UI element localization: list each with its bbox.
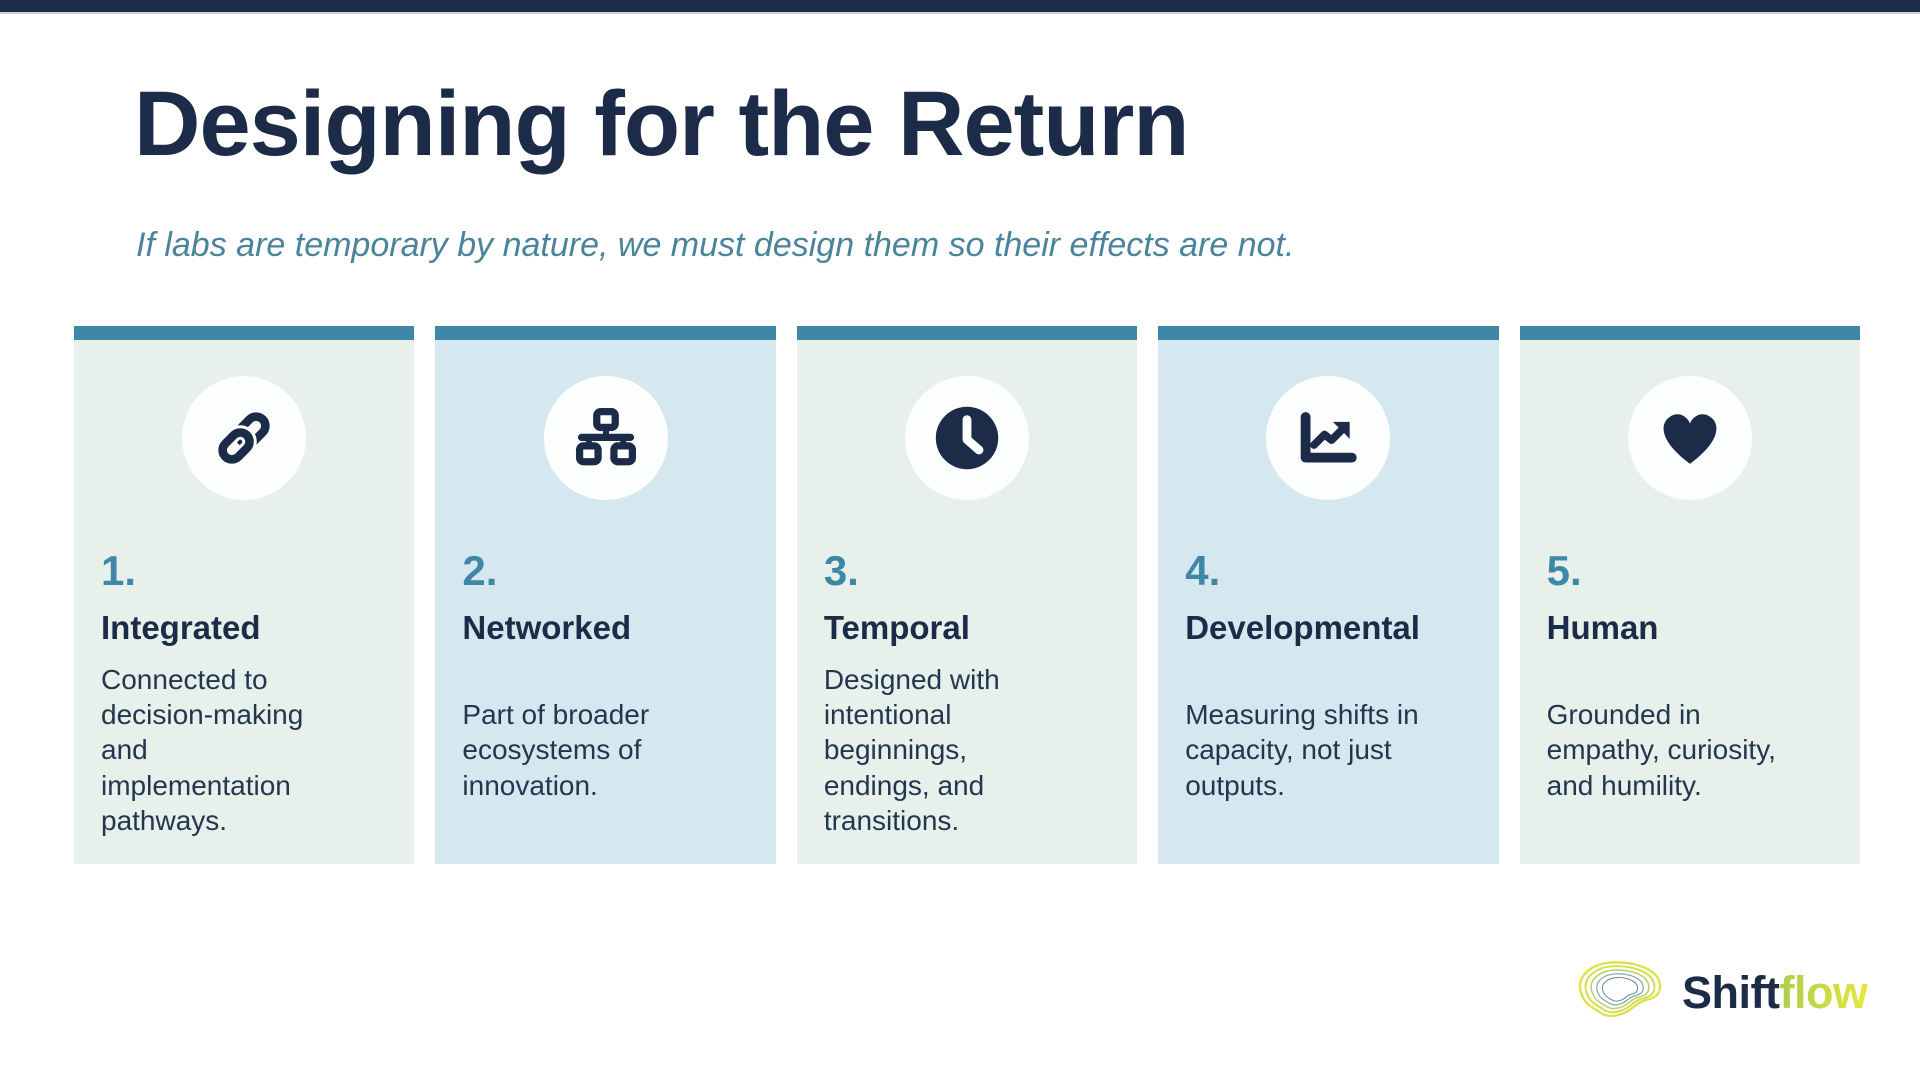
heart-icon <box>1652 400 1728 476</box>
card-title: Integrated <box>101 609 261 647</box>
card-title: Developmental <box>1185 609 1420 647</box>
icon-circle <box>543 376 668 500</box>
card-number: 1. <box>101 547 137 594</box>
logo-flow-text: flow <box>1779 966 1868 1018</box>
card-title: Networked <box>462 609 632 647</box>
card-integrated: 1. Integrated Connected to decision-maki… <box>74 326 415 864</box>
clock-icon <box>927 398 1007 478</box>
card-description: Grounded in empathy, curiosity, and humi… <box>1546 698 1776 801</box>
icon-circle <box>182 376 307 500</box>
card-number: 5. <box>1546 547 1582 594</box>
shiftflow-logo-blob-icon <box>1568 952 1672 1032</box>
icon-circle <box>905 376 1030 500</box>
network-icon <box>573 405 639 471</box>
card-description: Part of broader ecosystems of innovation… <box>462 698 650 801</box>
icon-circle <box>1266 376 1391 500</box>
card-human: 5. Human Grounded in empathy, curiosity,… <box>1519 326 1861 864</box>
card-number: 4. <box>1185 547 1221 594</box>
page-subtitle: If labs are temporary by nature, we must… <box>136 226 1295 264</box>
link-icon <box>211 405 277 471</box>
card-networked: 2. Networked Part of broader ecosystems … <box>435 326 776 864</box>
logo-shift-text: Shift <box>1682 966 1780 1018</box>
top-accent-bar <box>0 0 1920 14</box>
card-description: Measuring shifts in capacity, not just o… <box>1185 698 1419 801</box>
card-title: Human <box>1546 609 1659 647</box>
card-description: Connected to decision-making and impleme… <box>101 663 304 836</box>
principles-card-row: 1. Integrated Connected to decision-maki… <box>74 326 1861 864</box>
chart-line-up-icon <box>1293 403 1363 473</box>
page-title: Designing for the Return <box>134 73 1189 175</box>
card-developmental: 4. Developmental Measuring shifts in cap… <box>1158 326 1499 864</box>
icon-circle <box>1627 376 1752 500</box>
card-number: 2. <box>462 547 498 594</box>
card-number: 3. <box>823 547 859 594</box>
card-temporal: 3. Temporal Designed with intentional be… <box>796 326 1138 864</box>
card-description: Designed with intentional beginnings, en… <box>823 663 1000 836</box>
shiftflow-wordmark: Shiftflow <box>1682 966 1868 1018</box>
card-title: Temporal <box>823 609 970 647</box>
shiftflow-logo: Shiftflow <box>1568 952 1868 1032</box>
